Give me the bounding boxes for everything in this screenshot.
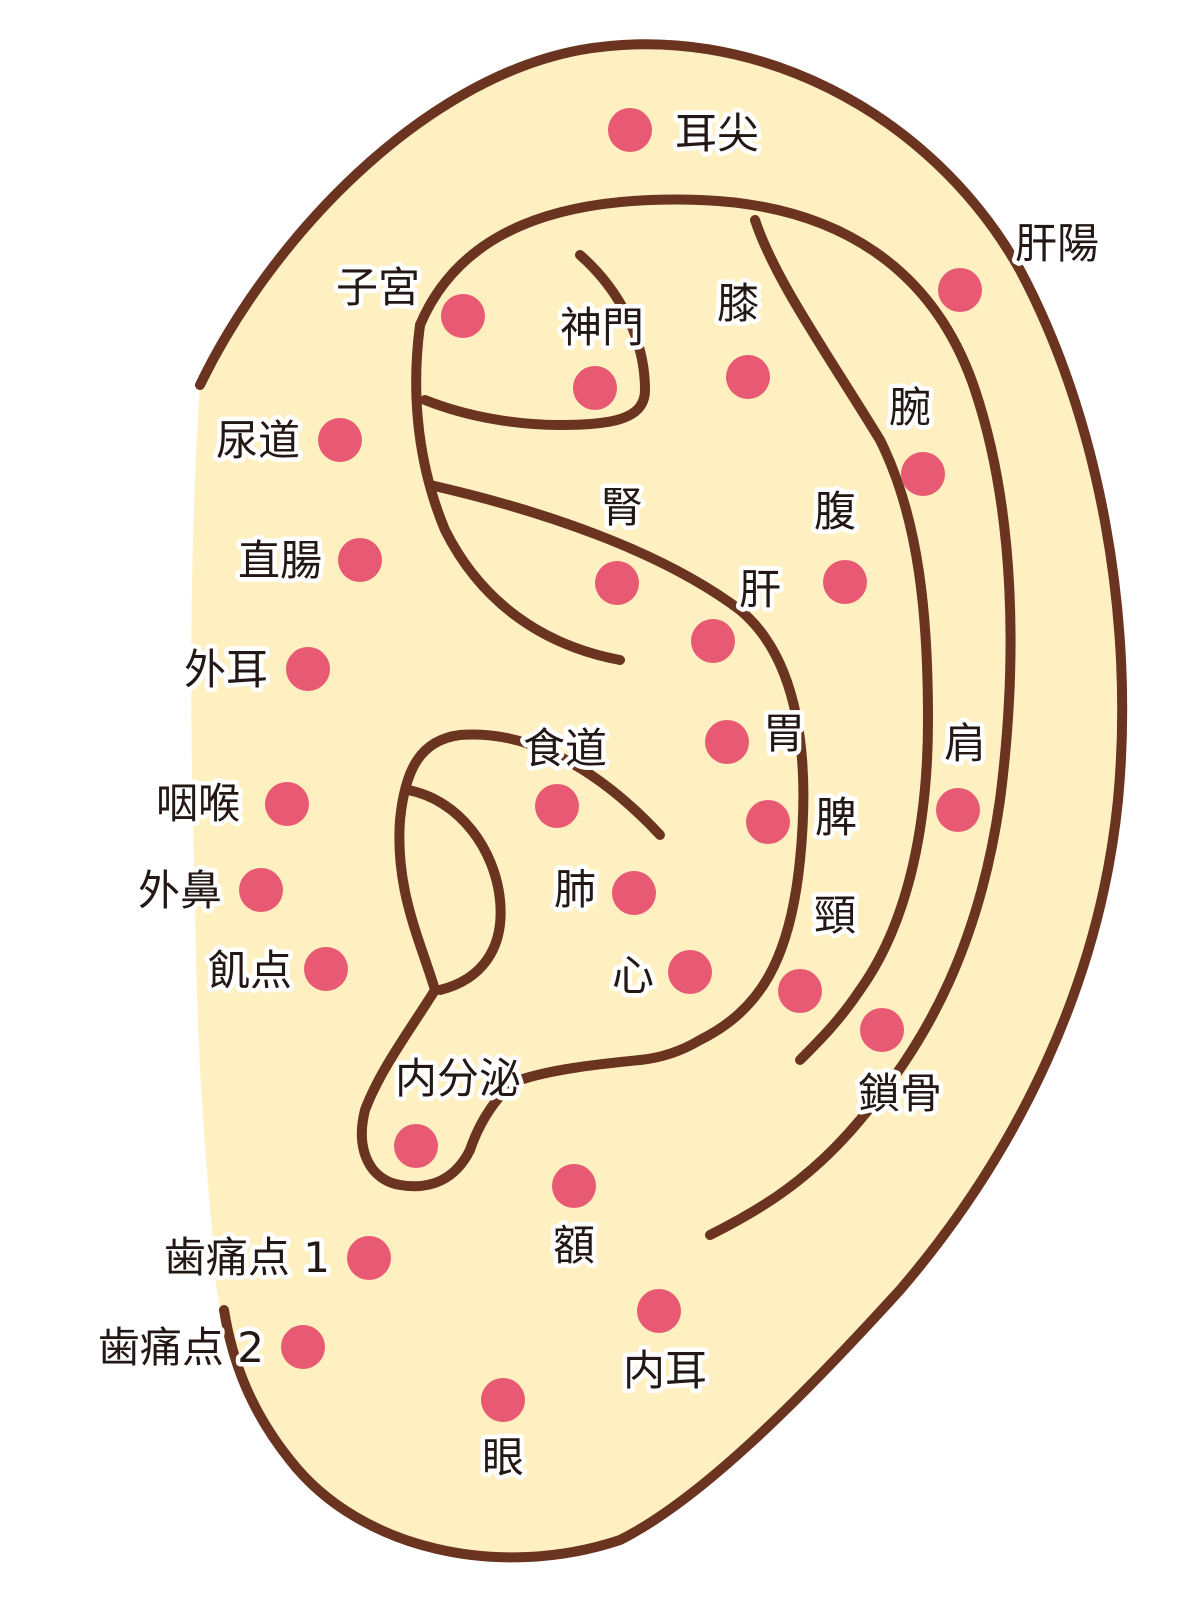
ear-body bbox=[191, 44, 1123, 1558]
acupoint-uterus: 子宮 bbox=[331, 259, 485, 338]
acupoint-spleen: 脾 bbox=[746, 789, 862, 847]
acupoint-liver: 肝 bbox=[691, 561, 786, 663]
acupoint-dot-clavicle bbox=[860, 1008, 904, 1052]
acupoint-label-rectum: 直腸 bbox=[238, 536, 322, 585]
acupoint-label-ear-apex: 耳尖 bbox=[675, 109, 759, 158]
acupoint-label-esophagus: 食道 bbox=[523, 724, 607, 773]
ear-outline bbox=[195, 39, 1128, 1563]
acupoint-label-stomach: 胃 bbox=[763, 709, 805, 758]
acupoint-dot-hunger-point bbox=[304, 947, 348, 991]
acupoint-urethra: 尿道 bbox=[211, 412, 362, 470]
acupoint-label-uterus: 子宮 bbox=[336, 263, 420, 312]
acupoint-label-external-ear: 外耳 bbox=[184, 645, 268, 694]
acupoint-dot-spleen bbox=[746, 800, 790, 844]
acupoint-dot-external-ear bbox=[286, 647, 330, 691]
acupoint-label-lung: 肺 bbox=[554, 865, 596, 914]
acupoint-dot-rectum bbox=[338, 538, 382, 582]
acupoint-label-wrist: 腕 bbox=[889, 383, 931, 432]
acupoint-label-toothache-1: 歯痛点 1 bbox=[164, 1233, 330, 1282]
acupoint-label-liver-yang: 肝陽 bbox=[1015, 219, 1099, 268]
acupoint-dot-external-nose bbox=[239, 868, 283, 912]
acupoint-label-hunger-point: 飢点 bbox=[208, 946, 292, 995]
acupoint-dot-stomach bbox=[705, 720, 749, 764]
acupoint-endocrine: 内分泌 bbox=[390, 1050, 526, 1168]
acupoint-dot-urethra bbox=[318, 418, 362, 462]
acupoint-abdomen: 腹 bbox=[809, 483, 867, 604]
acupoint-dot-liver bbox=[691, 619, 735, 663]
acupoint-dot-ear-apex bbox=[608, 108, 652, 152]
acupoint-external-ear: 外耳 bbox=[179, 641, 330, 699]
acupoint-inner-ear: 内耳 bbox=[618, 1289, 712, 1400]
acupoint-dot-pharynx bbox=[265, 782, 309, 826]
acupoint-eye: 眼 bbox=[477, 1378, 529, 1487]
acupoint-label-external-nose: 外鼻 bbox=[138, 866, 222, 915]
acupoint-label-forehead: 額 bbox=[553, 1221, 595, 1270]
concha-outline bbox=[356, 985, 645, 1192]
acupoint-dot-shoulder bbox=[936, 788, 980, 832]
acupoint-rectum: 直腸 bbox=[233, 532, 382, 590]
fossa-line-1 bbox=[420, 250, 650, 430]
acupoint-dot-esophagus bbox=[535, 784, 579, 828]
acupoint-dot-toothache-2 bbox=[281, 1325, 325, 1369]
acupoint-dot-heart bbox=[668, 950, 712, 994]
acupoint-hunger-point: 飢点 bbox=[203, 942, 348, 1000]
acupoint-label-inner-ear: 内耳 bbox=[623, 1346, 707, 1395]
acupoint-clavicle: 鎖骨 bbox=[853, 1008, 947, 1123]
tragus-outline bbox=[394, 729, 665, 995]
acupoint-dot-toothache-1 bbox=[347, 1236, 391, 1280]
acupoint-dot-inner-ear bbox=[637, 1289, 681, 1333]
upper-concha-outline bbox=[411, 320, 625, 665]
acupoint-dot-abdomen bbox=[823, 560, 867, 604]
acupoint-label-shoulder: 肩 bbox=[944, 719, 986, 768]
acupoint-shoulder: 肩 bbox=[936, 715, 991, 832]
acupoint-dot-uterus bbox=[441, 294, 485, 338]
acupoint-label-shenmen: 神門 bbox=[560, 303, 644, 352]
acupoint-dot-knee bbox=[726, 355, 770, 399]
acupoint-label-heart: 心 bbox=[612, 951, 654, 1000]
acupoint-pharynx: 咽喉 bbox=[151, 775, 309, 833]
acupoint-label-eye: 眼 bbox=[482, 1433, 524, 1482]
acupoint-toothache-2: 歯痛点 2 bbox=[93, 1319, 325, 1377]
acupoint-label-kidney: 腎 bbox=[601, 483, 643, 532]
acupoint-dot-wrist bbox=[901, 452, 945, 496]
acupoint-kidney: 腎 bbox=[595, 479, 648, 605]
antitragus-curve bbox=[403, 785, 506, 995]
acupoint-lung: 肺 bbox=[549, 861, 656, 919]
acupoint-dot-eye bbox=[481, 1378, 525, 1422]
acupoint-dot-forehead bbox=[552, 1164, 596, 1208]
acupoint-label-neck: 頸 bbox=[814, 891, 856, 940]
helix-fold bbox=[415, 194, 1016, 1240]
acupoint-dot-liver-yang bbox=[938, 268, 982, 312]
acupoint-label-toothache-2: 歯痛点 2 bbox=[98, 1323, 264, 1372]
acupoint-dot-lung bbox=[612, 871, 656, 915]
acupoint-wrist: 腕 bbox=[884, 379, 945, 496]
acupoint-shenmen: 神門 bbox=[555, 299, 649, 410]
acupoint-label-knee: 膝 bbox=[717, 279, 759, 328]
acupoint-esophagus: 食道 bbox=[518, 720, 612, 828]
acupoint-external-nose: 外鼻 bbox=[133, 862, 283, 920]
acupoint-stomach: 胃 bbox=[705, 705, 810, 764]
acupoint-dot-endocrine bbox=[394, 1124, 438, 1168]
acupoint-toothache-1: 歯痛点 1 bbox=[159, 1229, 391, 1287]
acupoint-knee: 膝 bbox=[712, 275, 770, 399]
acupoint-liver-yang: 肝陽 bbox=[938, 215, 1104, 312]
antihelix-ridge bbox=[750, 215, 933, 1065]
acupoint-label-endocrine: 内分泌 bbox=[395, 1054, 521, 1103]
acupoint-label-liver: 肝 bbox=[739, 565, 781, 614]
acupoint-dot-kidney bbox=[595, 561, 639, 605]
acupoint-label-urethra: 尿道 bbox=[216, 416, 300, 465]
acupoint-neck: 頸 bbox=[778, 887, 861, 1013]
acupoint-label-pharynx: 咽喉 bbox=[156, 779, 240, 828]
acupoint-forehead: 額 bbox=[548, 1164, 600, 1275]
acupoint-label-clavicle: 鎖骨 bbox=[858, 1069, 942, 1118]
acupoint-dot-neck bbox=[778, 969, 822, 1013]
acupoint-label-spleen: 脾 bbox=[815, 793, 857, 842]
acupoint-label-abdomen: 腹 bbox=[814, 487, 856, 536]
acupoint-ear-apex: 耳尖 bbox=[608, 105, 764, 163]
acupoint-dot-shenmen bbox=[573, 366, 617, 410]
acupoint-heart: 心 bbox=[607, 947, 712, 1005]
fossa-line-2 bbox=[425, 480, 809, 1065]
